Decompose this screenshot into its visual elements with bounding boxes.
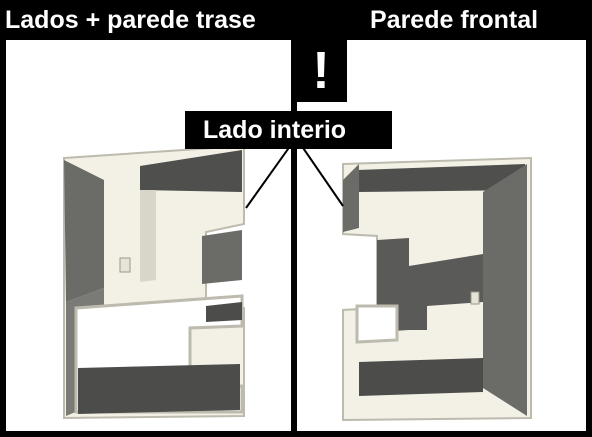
left-profile-bottom-base bbox=[78, 364, 240, 414]
right-panel bbox=[297, 40, 586, 431]
left-profile-wall-outer bbox=[64, 160, 104, 302]
right-profile-tab bbox=[470, 291, 480, 305]
inner-side-callout: Lado interio bbox=[185, 111, 392, 149]
right-profile-top-wall bbox=[357, 164, 525, 192]
left-profile-top-wall bbox=[140, 150, 242, 192]
warning-badge: ! bbox=[295, 40, 347, 102]
right-profile-inner-box bbox=[355, 304, 399, 344]
left-callout-line bbox=[245, 143, 291, 209]
left-profile-drawing bbox=[63, 143, 291, 420]
left-profile-mid-shelf bbox=[206, 302, 242, 322]
right-profile-bottom-base bbox=[359, 358, 483, 396]
left-profile-tab bbox=[119, 257, 131, 273]
left-panel-title: Lados + parede trase bbox=[5, 6, 256, 34]
right-profile-mid-shelf bbox=[409, 254, 483, 330]
right-profile-right-wall bbox=[483, 164, 527, 416]
right-panel-title: Parede frontal bbox=[370, 6, 539, 34]
right-profile-drawing bbox=[298, 141, 532, 422]
left-panel bbox=[6, 40, 291, 431]
left-profile-center-flange bbox=[140, 190, 156, 282]
left-profile-right-flange bbox=[202, 230, 242, 284]
exclamation-icon: ! bbox=[312, 42, 330, 100]
right-profile-left-flange bbox=[343, 164, 359, 232]
right-callout-line bbox=[298, 141, 344, 207]
